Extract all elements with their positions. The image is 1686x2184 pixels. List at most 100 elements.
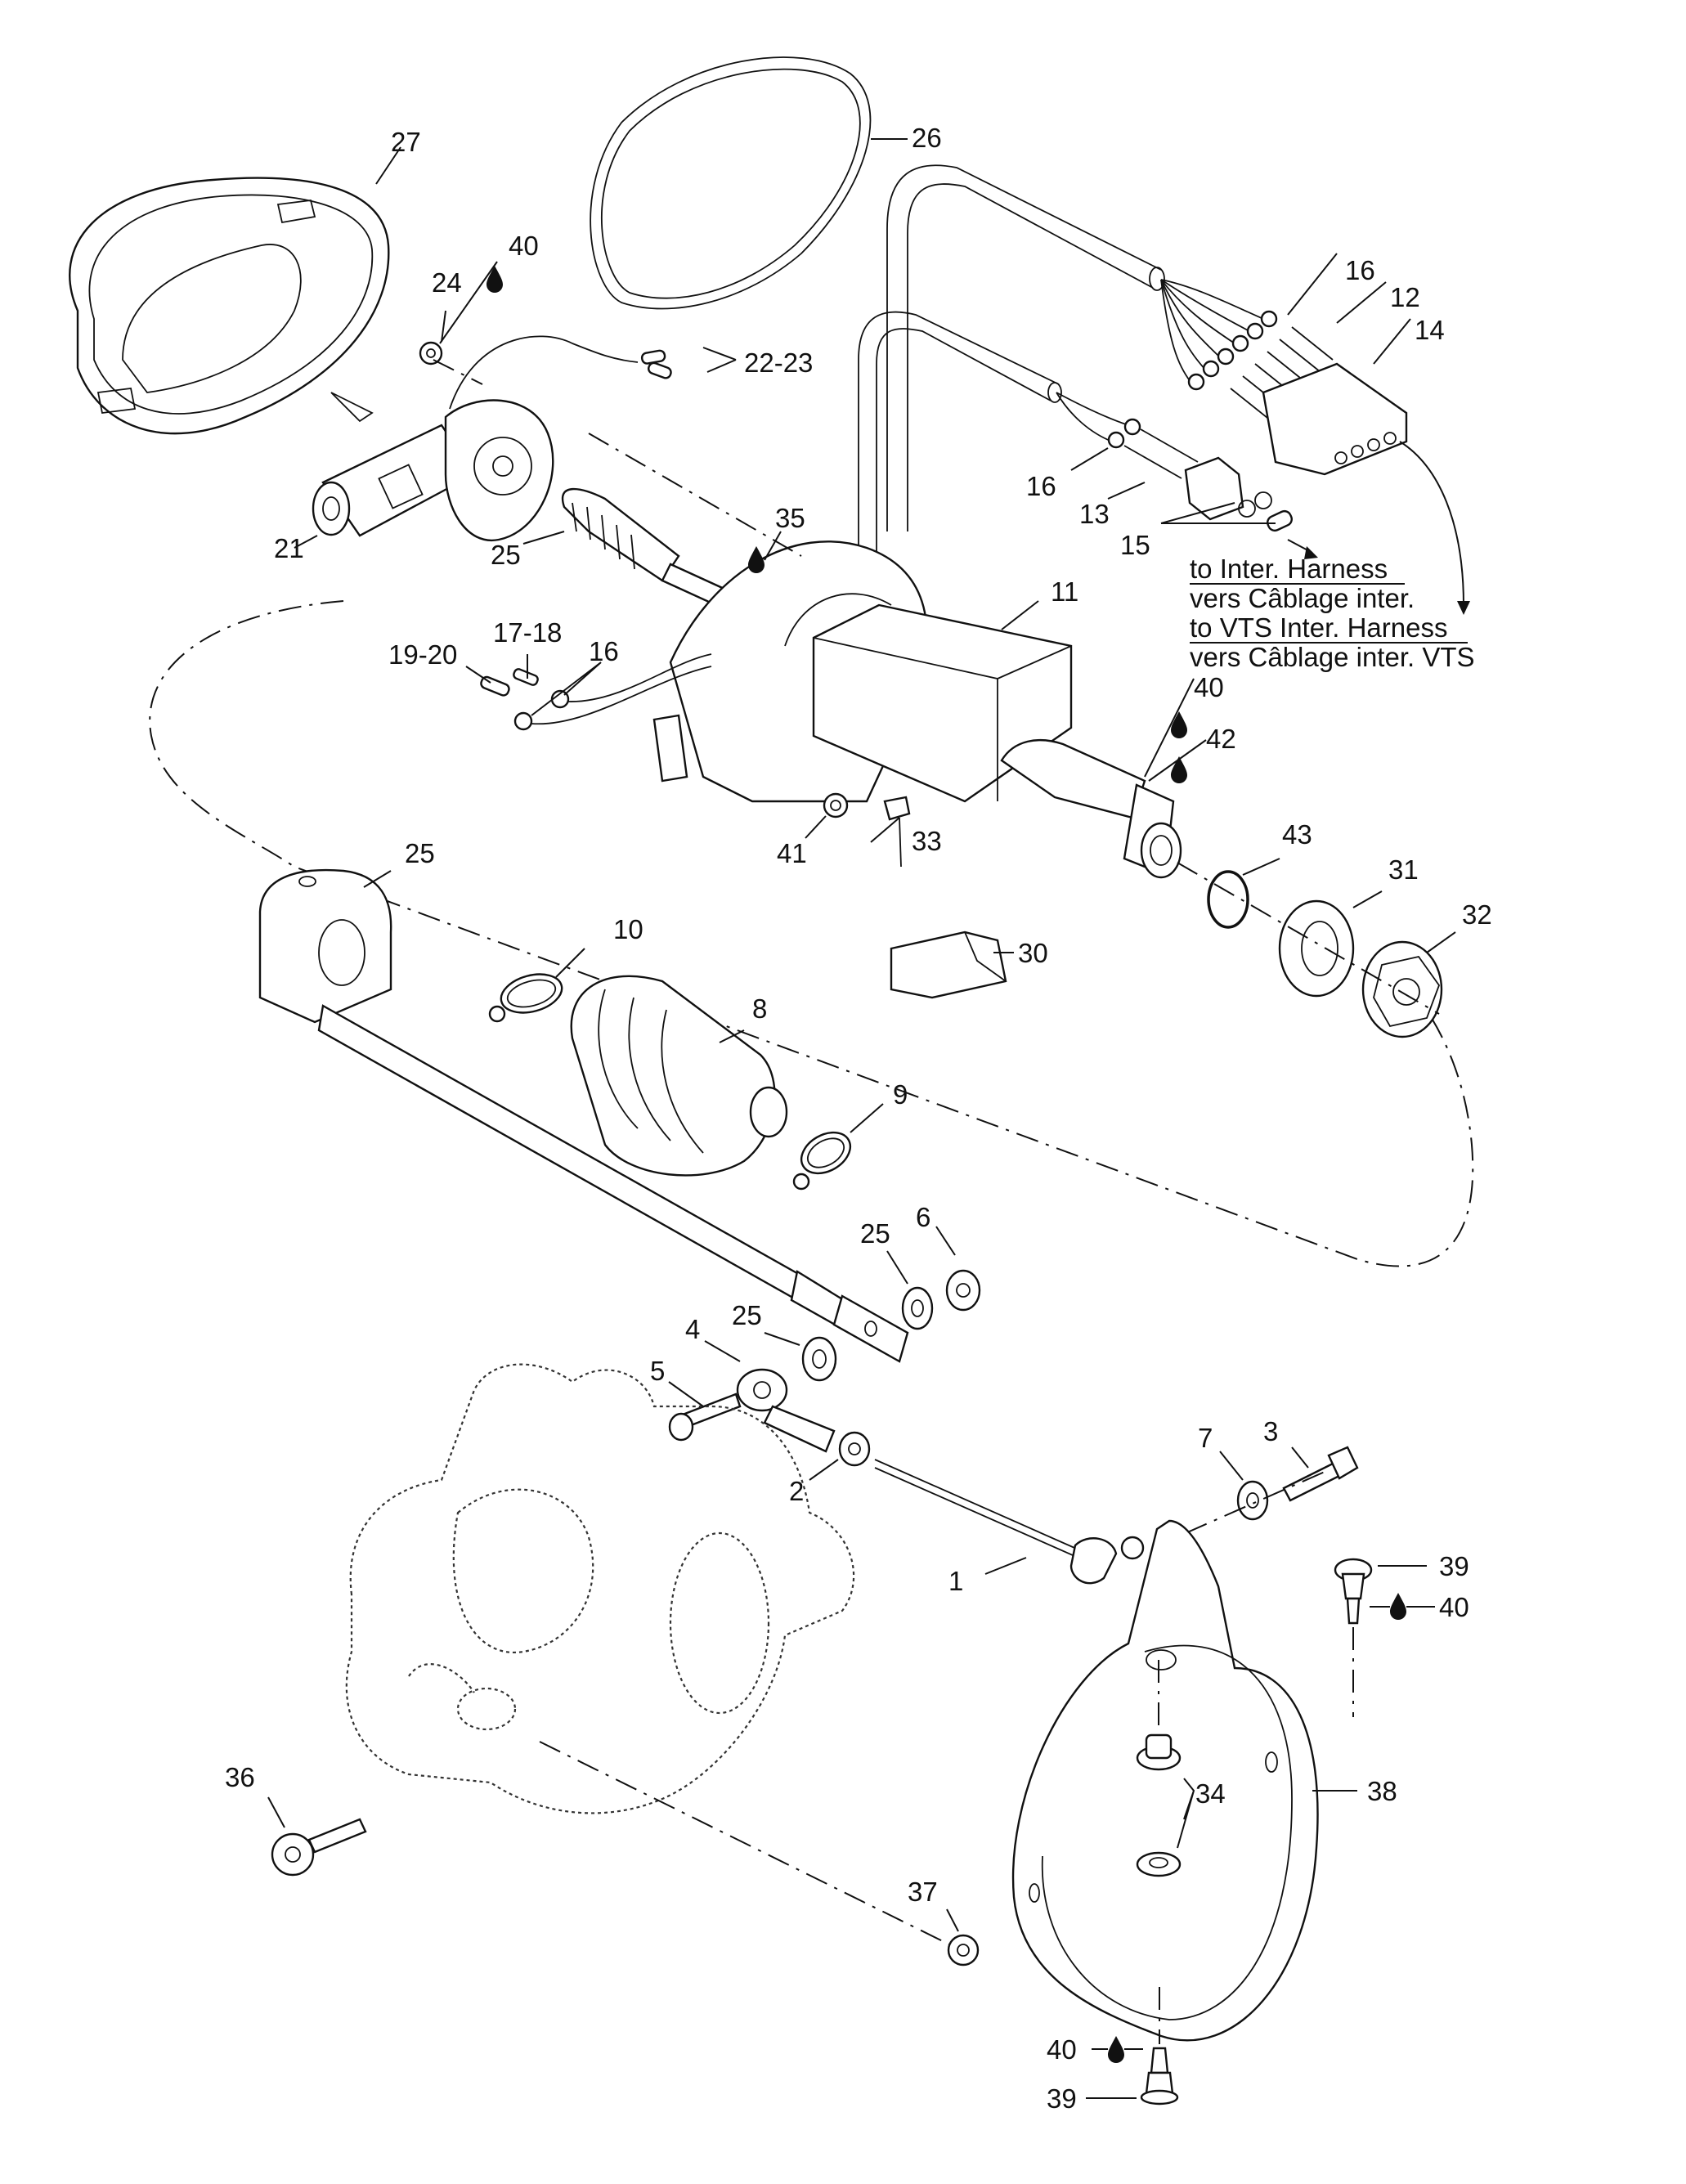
- callout-16: 16: [589, 636, 619, 666]
- part-ring-38: [1011, 1519, 1319, 2042]
- part-clamp-10: [488, 973, 563, 1023]
- part-grommet-37: [947, 1934, 980, 1966]
- leader-24-dash: [433, 359, 483, 385]
- arrow-head-inter: [1304, 546, 1318, 559]
- part-washer-25b: [801, 1336, 837, 1382]
- callout-38: 38: [1367, 1776, 1397, 1806]
- arrow-head-vts: [1457, 601, 1470, 615]
- part-washer-7: [1236, 1480, 1269, 1521]
- part-screw-33: [883, 796, 911, 868]
- callout-15: 15: [1120, 530, 1150, 560]
- callout-35: 35: [775, 503, 805, 533]
- callout-41: 41: [777, 838, 807, 868]
- callout-32: 32: [1462, 899, 1492, 930]
- callout-7: 7: [1198, 1423, 1213, 1453]
- part-ghost-housing: [345, 1363, 855, 1814]
- callout-39: 39: [1439, 1551, 1469, 1581]
- assembly-loop-line: [149, 600, 1474, 1267]
- part-cover: [69, 177, 390, 435]
- part-seal-ring: [590, 56, 872, 310]
- note-vts-harness-en: to VTS Inter. Harness: [1190, 612, 1447, 643]
- part-screw-39-bottom: [1140, 2047, 1179, 2106]
- callout-42: 42: [1206, 724, 1236, 754]
- part-actuator-housing: [652, 540, 1182, 879]
- callout-25: 25: [860, 1218, 890, 1249]
- part-pins: [1123, 428, 1199, 479]
- leader-lines: [267, 138, 1456, 2099]
- callout-22-23: 22-23: [744, 348, 813, 378]
- part-cable-1: [874, 1459, 1145, 1585]
- oil-drop-icon: [1390, 1593, 1406, 1620]
- callout-37: 37: [908, 1877, 938, 1907]
- callout-40: 40: [1439, 1592, 1469, 1622]
- callout-34: 34: [1195, 1778, 1226, 1809]
- callout-39: 39: [1047, 2083, 1077, 2114]
- note-vts-harness-fr: vers Câblage inter. VTS: [1190, 642, 1475, 672]
- callout-16: 16: [1026, 471, 1056, 501]
- part-connector-6pin: [1262, 362, 1408, 476]
- part-nut-2: [838, 1431, 871, 1467]
- part-seals-2pin: [1107, 418, 1141, 449]
- callout-3: 3: [1263, 1416, 1278, 1446]
- part-bolt-3: [1282, 1446, 1359, 1502]
- part-nut-32: [1361, 940, 1443, 1038]
- callout-25: 25: [732, 1300, 762, 1330]
- callout-30: 30: [1018, 938, 1048, 968]
- callout-36: 36: [225, 1762, 255, 1792]
- callout-12: 12: [1390, 282, 1420, 312]
- callout-6: 6: [916, 1202, 930, 1232]
- part-grommets-34: [1136, 1733, 1182, 1877]
- callout-9: 9: [893, 1079, 908, 1110]
- callout-31: 31: [1388, 854, 1419, 885]
- callout-29: 27: [391, 127, 421, 157]
- callout-19-20: 19-20: [388, 639, 457, 670]
- callout-17-18: 17-18: [493, 617, 562, 648]
- part-cables: [858, 164, 1264, 605]
- part-rod-end-4: [736, 1368, 836, 1453]
- oil-drop-icon: [1108, 2036, 1124, 2063]
- axis-line-bolt: [1185, 1471, 1325, 1534]
- callout-1: 1: [948, 1566, 963, 1596]
- callout-2: 2: [789, 1476, 804, 1506]
- part-seals-6pin: [1187, 310, 1278, 391]
- part-nut-6: [945, 1269, 981, 1312]
- axis-line-ghost: [539, 1741, 953, 1947]
- callout-10: 10: [613, 914, 643, 944]
- callout-8: 8: [752, 993, 767, 1024]
- part-bracket-30: [890, 931, 1007, 999]
- part-wires-22-23: [449, 335, 672, 410]
- callout-13: 13: [1079, 499, 1110, 529]
- oil-drop-icon: [487, 266, 503, 293]
- part-nut-24: [419, 341, 443, 365]
- arrow-to-vts-harness: [1399, 441, 1464, 606]
- oil-drop-icon: [1171, 711, 1187, 738]
- callout-28: 26: [912, 123, 942, 153]
- part-bolt-5: [668, 1392, 742, 1442]
- note-inter-harness-en: to Inter. Harness: [1190, 554, 1388, 584]
- callout-40: 40: [1194, 672, 1224, 702]
- callout-24: 24: [432, 267, 462, 298]
- part-boot-8: [570, 975, 788, 1177]
- callout-11: 11: [1051, 576, 1078, 607]
- part-washer-25a: [901, 1286, 934, 1330]
- part-shaft: [317, 1004, 909, 1363]
- callout-40: 40: [509, 231, 539, 261]
- callout-26: 25: [491, 540, 521, 570]
- callout-21: 21: [274, 533, 304, 563]
- part-clamp-9: [792, 1131, 852, 1191]
- callout-5: 5: [650, 1356, 665, 1386]
- part-grommet-41: [823, 792, 849, 818]
- callout-14: 14: [1415, 315, 1445, 345]
- oil-drop-icon: [1171, 756, 1187, 783]
- callout-27: 25: [405, 838, 435, 868]
- callout-40: 40: [1047, 2034, 1077, 2065]
- part-connector-2pin: [1184, 456, 1293, 532]
- callout-16: 16: [1345, 255, 1375, 285]
- part-screw-39-top: [1334, 1558, 1373, 1625]
- callout-4: 4: [685, 1314, 700, 1344]
- note-inter-harness-fr: vers Câblage inter.: [1190, 583, 1415, 613]
- oil-drop-icon: [748, 546, 765, 573]
- callout-33: 33: [912, 826, 942, 856]
- part-motor: [312, 399, 554, 542]
